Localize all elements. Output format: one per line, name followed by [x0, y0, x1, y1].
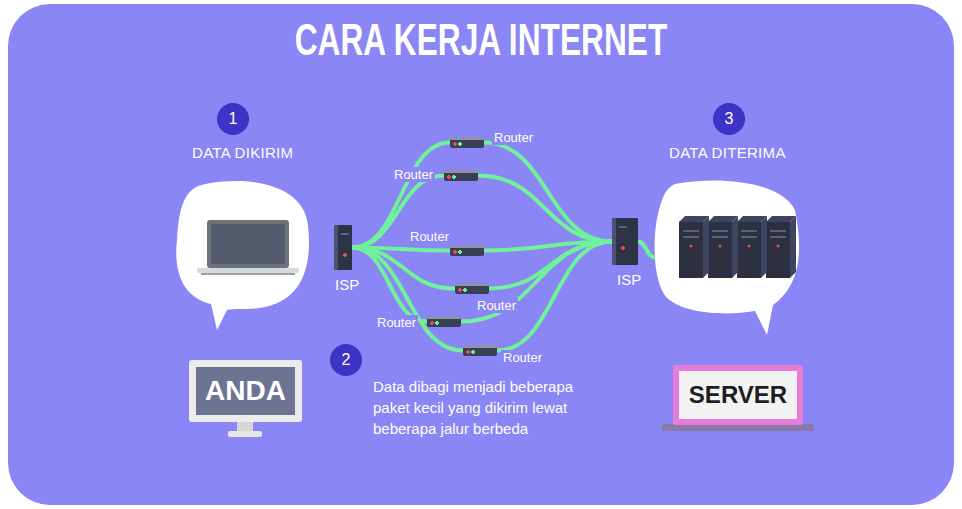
isp-label: ISP: [335, 276, 359, 294]
router-label: Router: [492, 130, 535, 145]
device-label: ANDA: [205, 375, 286, 407]
network-link: [352, 248, 463, 351]
router-label: Router: [375, 315, 418, 330]
router-box: Router: [463, 345, 497, 356]
router-label: Router: [392, 167, 435, 182]
network-link: [484, 143, 612, 242]
network-link: [638, 242, 655, 258]
laptop-base: [662, 424, 814, 431]
router-box: Router: [427, 316, 461, 327]
callout-number: 2: [342, 351, 351, 369]
speech-bubble: DATA DITERIMA: [655, 180, 800, 335]
callout-circle: 3: [713, 103, 745, 135]
monitor-screen: ANDA: [189, 360, 302, 422]
isp-server: ISP: [334, 225, 352, 270]
explanation-note: Data dibagi menjadi beberapa paket kecil…: [373, 376, 613, 439]
step-heading: DATA DIKIRIM: [192, 144, 293, 162]
router-box: Router: [450, 137, 484, 148]
speech-bubble-outline: [176, 181, 309, 330]
router-box: Router: [444, 170, 478, 181]
router-label: Router: [475, 298, 518, 313]
router-label: Router: [408, 229, 451, 244]
callout-number: 3: [725, 110, 734, 128]
router-box: Router: [450, 245, 484, 256]
network-link: [478, 176, 612, 242]
network-link: [497, 242, 612, 351]
laptop-icon: [175, 180, 310, 330]
step-heading: DATA DITERIMA: [669, 144, 786, 162]
isp-server: ISP: [612, 218, 638, 265]
router-box: Router: [455, 283, 489, 294]
callout-circle: 1: [217, 103, 249, 135]
monitor-stand: [228, 431, 262, 437]
speech-bubble-outline: [655, 180, 799, 335]
isp-label: ISP: [617, 271, 641, 289]
callout-number: 1: [229, 110, 238, 128]
callout-circle: 2: [330, 344, 362, 376]
server-rack-icon: [655, 180, 800, 335]
diagram-title: CARA KERJA INTERNET: [135, 14, 828, 66]
background-panel: [8, 4, 954, 505]
speech-bubble: DATA DIKIRIM: [175, 180, 310, 330]
device-label: SERVER: [689, 381, 787, 409]
laptop-screen: SERVER: [673, 365, 803, 425]
router-label: Router: [501, 350, 544, 365]
